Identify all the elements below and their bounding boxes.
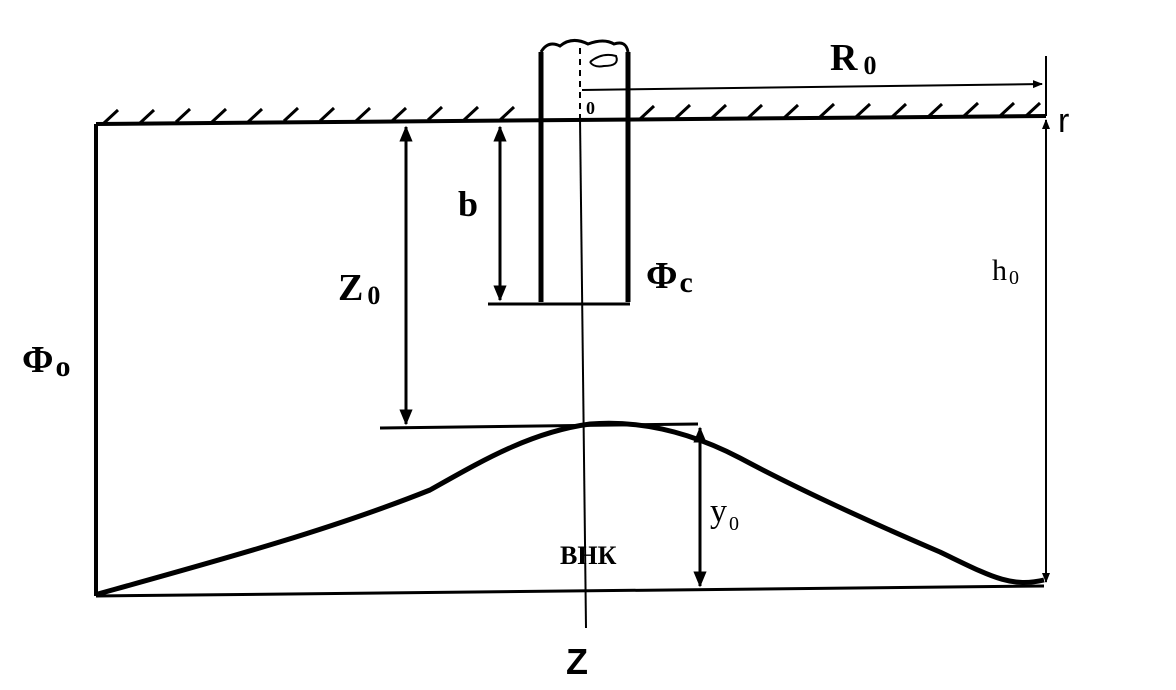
roof-hatching bbox=[102, 101, 1042, 125]
top-boundary bbox=[95, 101, 1047, 126]
origin-label: 0 bbox=[586, 98, 595, 118]
well bbox=[488, 39, 631, 306]
vnk-label: ВНК bbox=[560, 541, 617, 570]
z-axis-line bbox=[579, 117, 587, 629]
b-label: b bbox=[458, 184, 478, 224]
phi-o-label: Φo bbox=[22, 339, 71, 383]
bottom-boundary bbox=[95, 584, 1045, 598]
z-axis-label: Z bbox=[566, 641, 588, 682]
r-axis-label: r bbox=[1058, 102, 1069, 140]
phi-c-label: Φc bbox=[646, 255, 693, 299]
r0-dimension-arrow bbox=[581, 80, 1043, 91]
water-oil-contact-curve bbox=[97, 420, 1045, 597]
